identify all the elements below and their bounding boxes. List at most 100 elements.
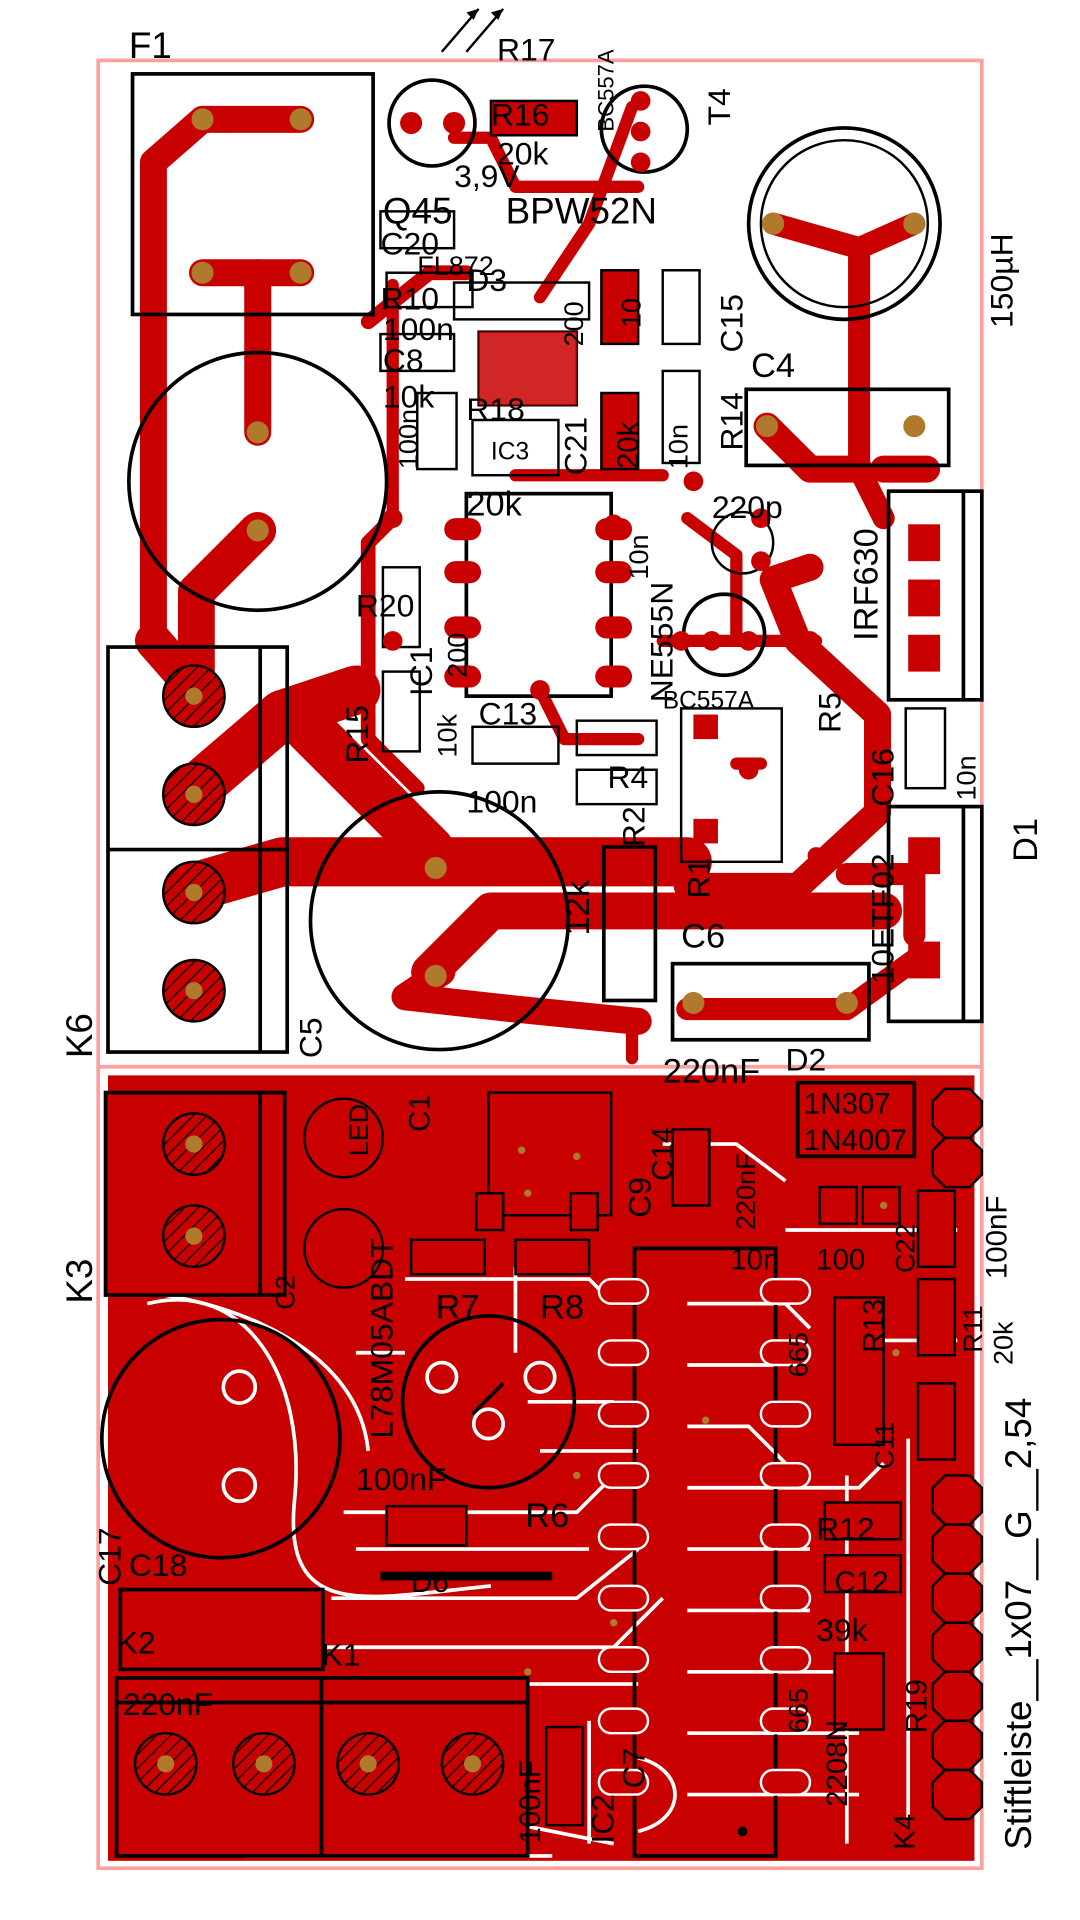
label-20k: 20k (497, 136, 548, 172)
r15-footprint (381, 670, 421, 753)
label-c15: C15 (714, 294, 750, 353)
r1-r5-footprint (679, 707, 783, 864)
label-stiftleiste: Stiftleiste__1x07__G__2,54 (998, 1398, 1039, 1850)
label-ne555: NE555N (644, 582, 680, 703)
label-c8: C8 (383, 342, 424, 378)
r19-smd (833, 1652, 885, 1731)
label-r2: R2 (615, 806, 651, 847)
label-10: 10 (617, 298, 647, 328)
c13-footprint (471, 725, 560, 765)
label-d1: D1 (1007, 818, 1045, 862)
label-10k-b: 10k (433, 713, 463, 757)
label-ic2: IC2 (585, 1794, 621, 1844)
r10-footprint (385, 271, 474, 309)
label-r5: R5 (812, 692, 848, 733)
label-k6: K6 (59, 1013, 100, 1058)
label-f1: F1 (129, 25, 172, 66)
label-c14: C14 (647, 1127, 680, 1181)
ic1-ne555 (464, 491, 614, 698)
c16-footprint (904, 707, 947, 790)
label-d6: D6 (411, 1566, 449, 1599)
top-pads (382, 508, 825, 865)
label-r20: R20 (356, 587, 415, 623)
label-fl872: FL872 (417, 251, 494, 281)
label-39k: 39k (816, 1612, 867, 1648)
label-bpw: BPW52N (506, 191, 657, 232)
label-c17: C17 (91, 1527, 127, 1586)
r12-smd (823, 1501, 903, 1541)
label-1n307: 1N307 (804, 1087, 891, 1120)
label-200-b: 200 (442, 633, 472, 678)
label-c4: C4 (751, 347, 795, 385)
label-k2: K2 (117, 1624, 156, 1660)
r16-footprint (489, 99, 579, 137)
label-200-a: 200 (559, 301, 589, 346)
label-c6: C6 (681, 918, 725, 956)
label-150uh: 150µH (984, 233, 1020, 328)
label-k3: K3 (59, 1259, 100, 1304)
label-led: LED (344, 1104, 374, 1157)
label-220nf: 220nF (663, 1053, 760, 1091)
f1-fuse (130, 72, 375, 317)
label-ic1: IC1 (403, 646, 439, 696)
label-d2: D2 (785, 1041, 826, 1077)
inductor-outer (746, 126, 942, 322)
c21-footprint (600, 391, 640, 471)
label-k4: K4 (888, 1814, 921, 1850)
board-outline-bottom (96, 1064, 984, 1871)
label-r19: R19 (901, 1679, 934, 1733)
label-c7: C7 (615, 1748, 651, 1789)
label-1n4007: 1N4007 (804, 1124, 907, 1157)
label-r4: R4 (608, 759, 649, 795)
r14-footprint (661, 369, 701, 465)
c18-footprint (118, 1587, 325, 1672)
c15-footprint (661, 269, 701, 346)
label-r18: R18 (466, 391, 525, 427)
label-ic3: IC3 (491, 438, 529, 465)
label-c16: C16 (864, 748, 900, 807)
label-12k: 12k (559, 879, 597, 935)
r7-footprint (409, 1238, 486, 1276)
label-r17: R17 (497, 31, 556, 67)
d1-footprint (886, 804, 984, 1024)
label-r13: R13 (858, 1299, 891, 1353)
label-20k-c: 20k (612, 421, 645, 469)
label-r12: R12 (816, 1510, 875, 1546)
label-c12: C12 (835, 1566, 889, 1599)
label-c2: C2 (271, 1275, 301, 1310)
r6-trimmer (400, 1314, 577, 1490)
label-2208n: 2208N (821, 1720, 854, 1807)
c6-footprint (670, 961, 871, 1042)
led-circle (387, 78, 477, 168)
c11-smd (916, 1382, 957, 1461)
label-665-a: 665 (784, 1332, 814, 1377)
label-39v: 3,9V (454, 158, 520, 194)
c3-capacitor (127, 350, 389, 613)
d2-footprint (795, 1080, 917, 1159)
label-q45: Q45 (383, 191, 453, 232)
label-10n-a: 10n (663, 424, 693, 469)
r20-footprint (381, 566, 421, 649)
label-k1: K1 (322, 1637, 361, 1673)
label-l78m05: L78M05ABDT (364, 1238, 400, 1438)
label-c5: C5 (293, 1017, 329, 1058)
label-r10: R10 (380, 281, 439, 317)
label-220nf-c: 220nF (123, 1686, 213, 1722)
r4-footprint (575, 719, 658, 757)
label-100n-rot: 100n (393, 409, 423, 469)
r8-footprint (514, 1238, 591, 1276)
label-220nf-b: 220nF (731, 1153, 761, 1230)
c17-capacitor (100, 1317, 342, 1560)
label-100nf-c: 100nF (356, 1461, 446, 1497)
label-100nf-d: 100nF (980, 1196, 1013, 1279)
c20-footprint (379, 210, 456, 250)
r18-footprint (416, 391, 458, 471)
label-c22: C22 (890, 1223, 920, 1273)
label-r7: R7 (436, 1288, 480, 1326)
label-220p: 220p (712, 489, 783, 525)
label-r6: R6 (525, 1497, 569, 1535)
r13-smd (833, 1296, 885, 1446)
label-r1: R1 (680, 858, 716, 899)
c10-footprint (600, 269, 640, 346)
label-10n-c: 10n (952, 755, 982, 800)
